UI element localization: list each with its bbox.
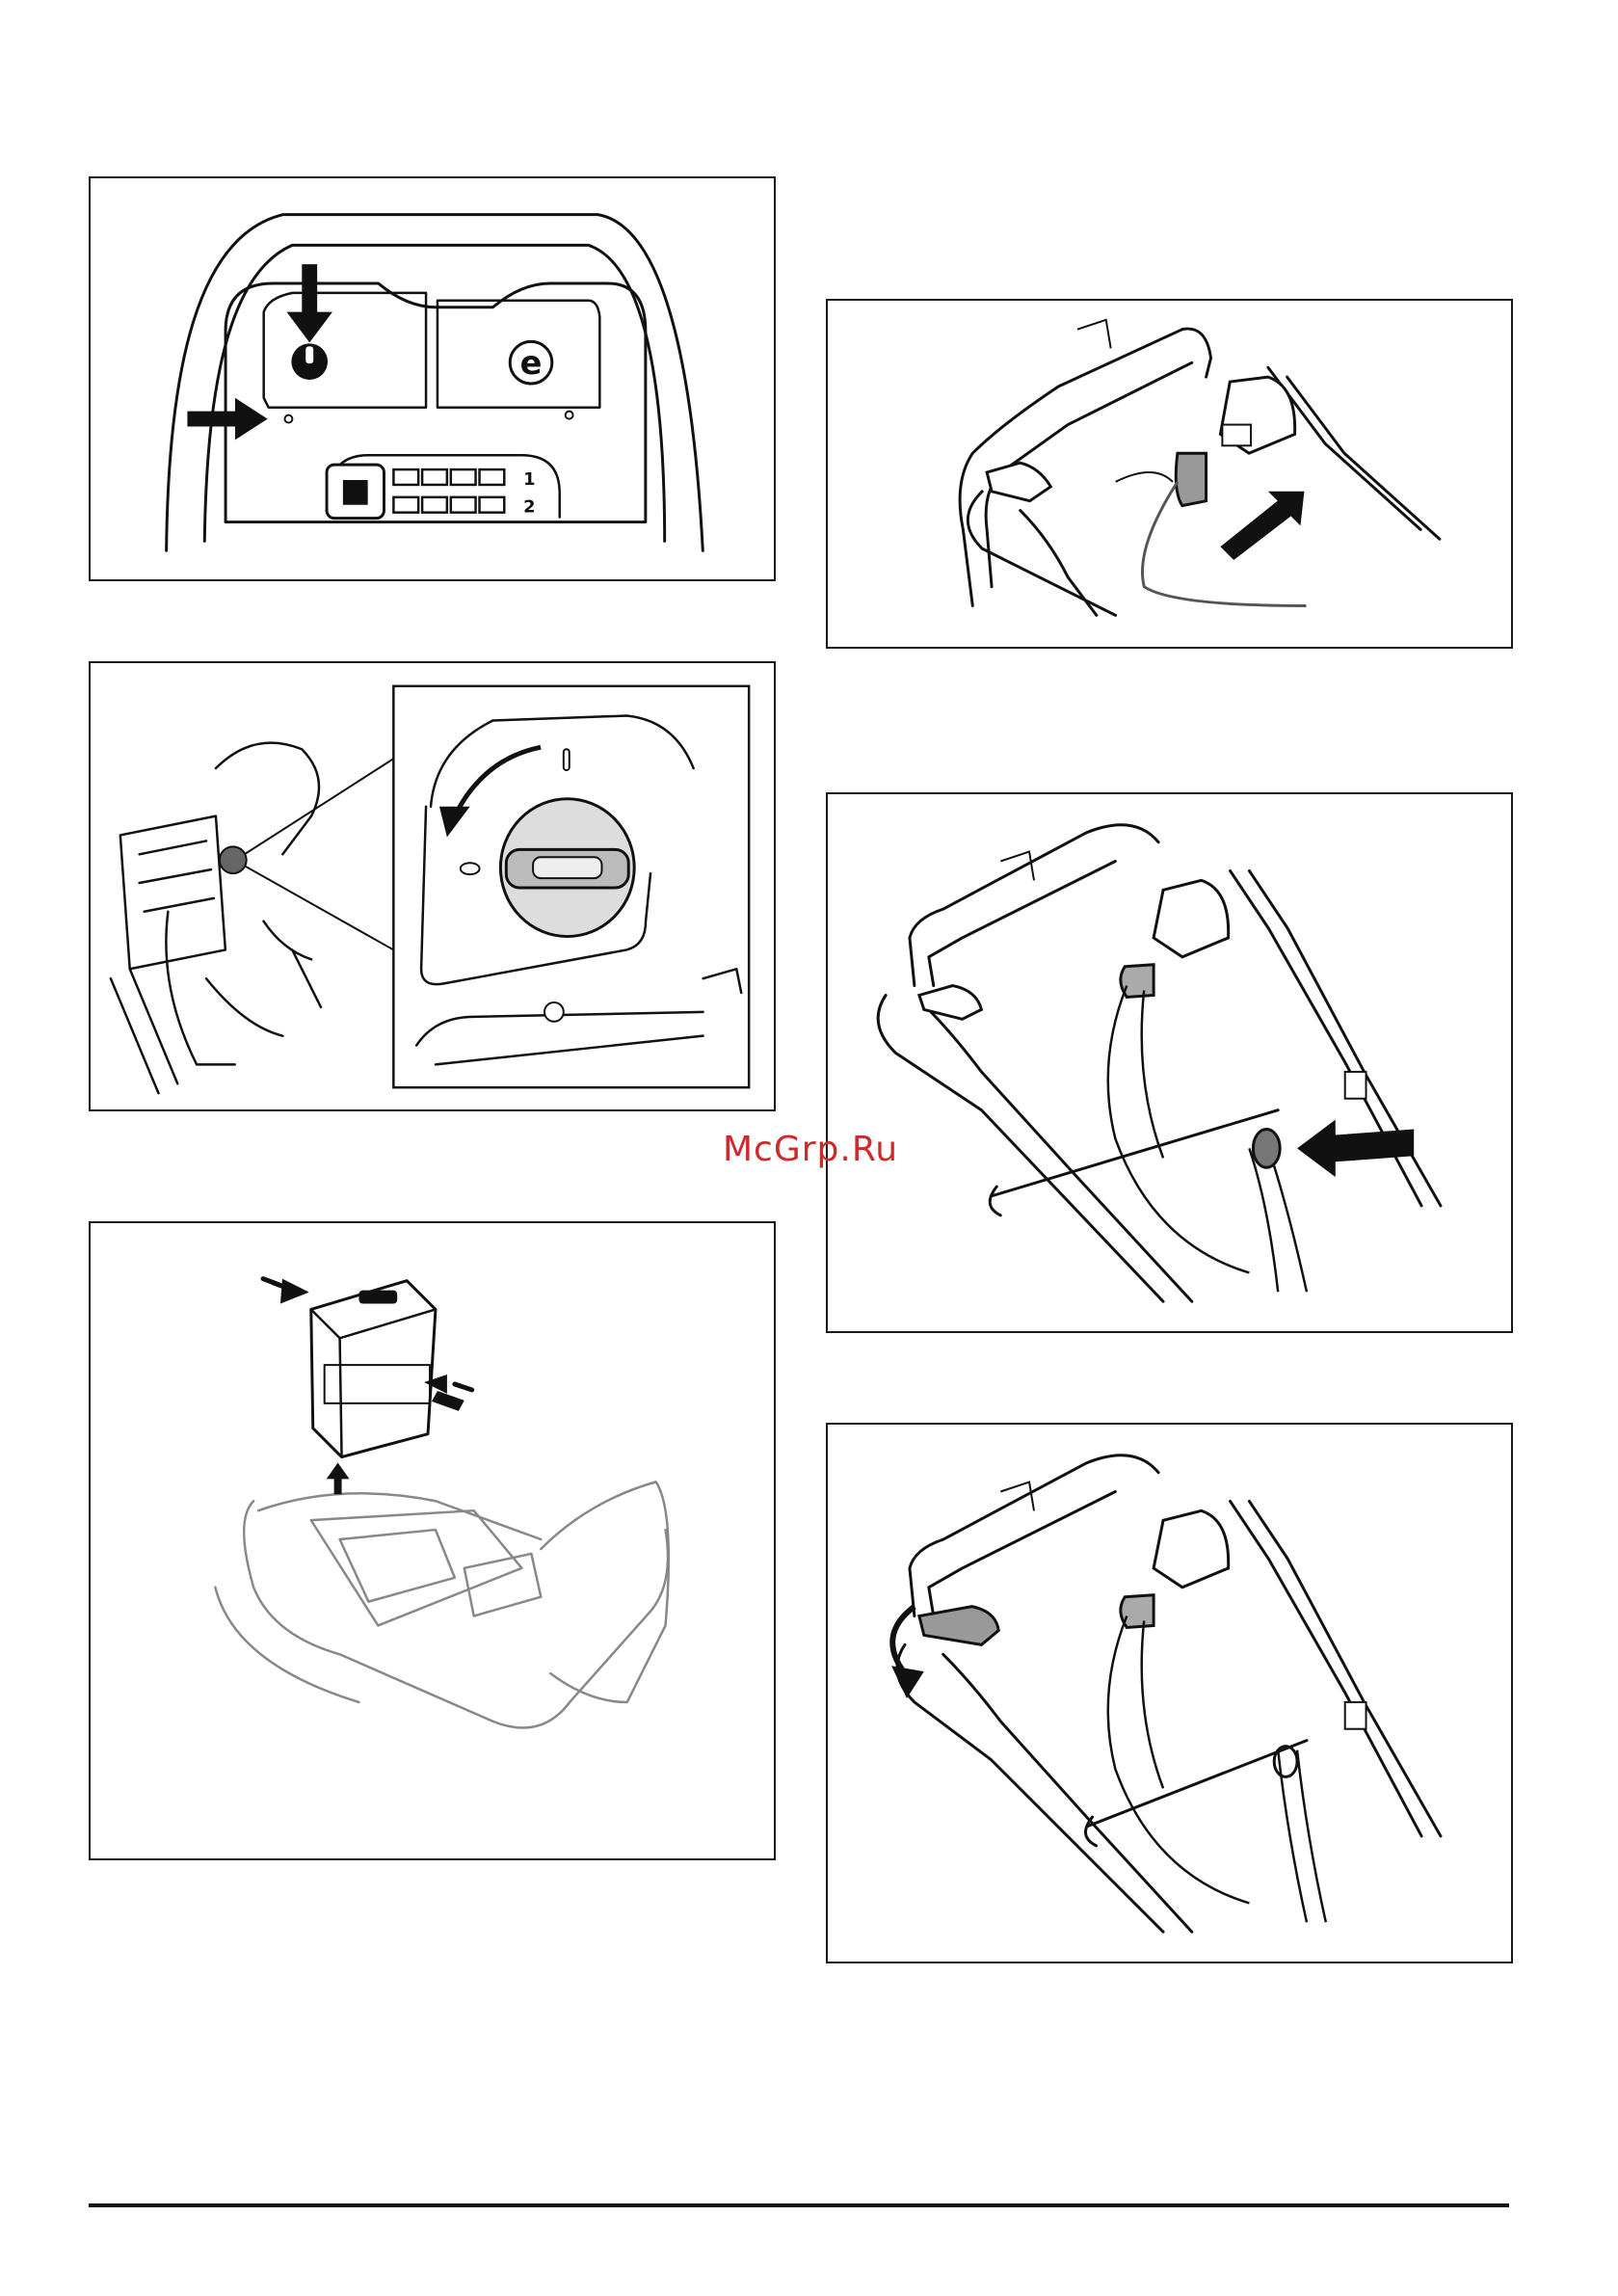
cable-clip-illustration — [828, 794, 1511, 1331]
up-arrow-icon — [327, 1462, 350, 1494]
push-arrow-left-icon — [455, 1384, 472, 1390]
release-arrow-icon — [892, 1607, 915, 1674]
figure-control-panel: e 1 2 — [89, 176, 776, 581]
watermark: McGrp.Ru — [723, 1130, 898, 1169]
handle-release-illustration — [828, 1425, 1511, 1962]
insert-arrow-icon — [1220, 492, 1304, 560]
cable-plug-illustration — [828, 301, 1511, 647]
down-arrow-icon — [286, 264, 332, 342]
control-panel-illustration: e 1 2 — [91, 178, 774, 579]
figure-cable-plug — [826, 299, 1513, 649]
right-arrow-icon — [187, 398, 267, 441]
figure-cable-clip — [826, 792, 1513, 1333]
figure-handle-release — [826, 1423, 1513, 1963]
figure-battery-removal — [89, 1221, 776, 1860]
battery-removal-illustration — [91, 1223, 774, 1858]
key-switch-illustration — [91, 663, 774, 1109]
footer-rule — [89, 2203, 1509, 2207]
indicator-row-2-label: 2 — [523, 497, 535, 518]
indicator-row-1-label: 1 — [523, 469, 535, 490]
figure-key-switch — [89, 661, 776, 1111]
svg-text:e: e — [520, 344, 543, 382]
